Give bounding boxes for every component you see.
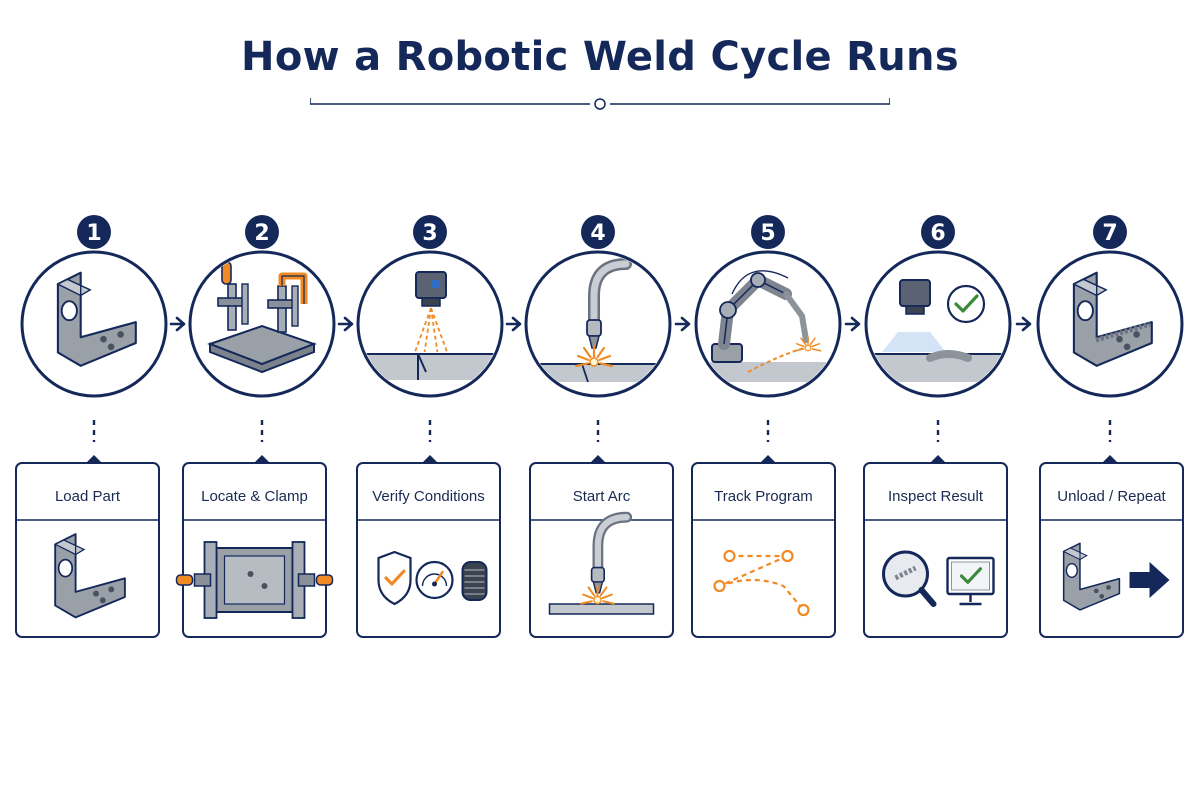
l-bracket-icon [53, 533, 126, 619]
step-number-7: 7 [1102, 221, 1117, 246]
welded-bracket-icon [1072, 271, 1153, 367]
step-number-badge-1: 1 [77, 215, 111, 249]
page-title: How a Robotic Weld Cycle Runs [241, 34, 959, 80]
l-bracket [53, 533, 126, 619]
step-label-2: Locate & Clamp [201, 488, 308, 505]
step-number-badge-3: 3 [413, 215, 447, 249]
step-label-4: Start Arc [572, 488, 631, 505]
step-card-3 [356, 455, 501, 638]
l-bracket-icon [56, 271, 137, 367]
step-label-3: Verify Conditions [372, 488, 485, 505]
step-number-5: 5 [760, 221, 775, 246]
l-bracket [56, 271, 137, 367]
welding-torch [590, 511, 633, 594]
flow-arrow-icon-4 [674, 316, 691, 332]
scene-circle-2 [188, 250, 336, 398]
scene-circle-4 [524, 250, 672, 398]
clamp-plate-icon [175, 541, 334, 619]
step-3: 3 [356, 215, 504, 638]
step-card-1 [15, 455, 160, 638]
robot-arm-icon-art [704, 270, 832, 382]
l-bracket-icon-art [56, 271, 137, 367]
step-card-5 [691, 455, 836, 638]
step-number-6: 6 [930, 221, 945, 246]
step-4: 4 [524, 215, 674, 638]
step-7: 7 [1036, 215, 1184, 638]
step-number-badge-6: 6 [921, 215, 955, 249]
flow-arrow-icon-3 [505, 316, 522, 332]
step-card-2 [175, 455, 334, 638]
path-nodes-icon [713, 549, 810, 617]
torch-arc-icon [548, 511, 655, 615]
sensor-scan-icon-art [366, 271, 494, 380]
step-1: 1 [15, 215, 168, 638]
robot-arm-icon [704, 270, 832, 382]
welding-torch [586, 258, 632, 349]
step-label-5: Track Program [714, 488, 813, 505]
flow-arrow-icon-2 [337, 316, 354, 332]
step-number-3: 3 [422, 221, 437, 246]
flow-arrow-icon-1 [169, 316, 186, 332]
step-label-7: Unload / Repeat [1057, 488, 1166, 505]
welded-bracket-icon-art [1072, 271, 1153, 367]
bracket-arrow-icon [1062, 542, 1170, 611]
shield-gauge-spool-icon [377, 550, 488, 606]
step-number-badge-2: 2 [245, 215, 279, 249]
title-divider [310, 98, 890, 110]
step-number-badge-7: 7 [1093, 215, 1127, 249]
bracket [1062, 542, 1121, 611]
arc-sparks [580, 584, 615, 605]
fixture-clamps-icon [207, 261, 317, 374]
l-bracket [1062, 542, 1121, 611]
flow-arrow-icon-5 [844, 316, 861, 332]
step-number-badge-5: 5 [751, 215, 785, 249]
arc-sparks [794, 336, 822, 352]
magnifier-monitor-icon [882, 550, 995, 607]
camera-check-icon [874, 279, 1002, 382]
scene-circle-7 [1036, 250, 1184, 398]
torch-arc-icon [534, 258, 662, 383]
scene-circle-3 [356, 250, 504, 398]
camera-check-icon-art [874, 279, 1002, 382]
step-number-2: 2 [254, 221, 269, 246]
scene-circle-5 [694, 250, 842, 398]
step-number-1: 1 [86, 221, 101, 246]
flow-arrow-icon-6 [1015, 316, 1032, 332]
sensor-scan-icon [366, 271, 494, 380]
fixture-clamps-icon-art [207, 261, 317, 374]
arc-sparks [574, 344, 614, 368]
step-5: 5 [691, 215, 842, 638]
step-2: 2 [175, 215, 336, 638]
torch-arc-icon-art [534, 258, 662, 383]
scene-circle-6 [864, 250, 1012, 398]
step-card-4 [529, 455, 674, 638]
step-number-badge-4: 4 [581, 215, 615, 249]
step-label-1: Load Part [54, 488, 121, 505]
step-label-6: Inspect Result [887, 488, 984, 505]
step-card-7 [1039, 455, 1184, 638]
step-number-4: 4 [590, 221, 605, 246]
step-6: 6 [863, 215, 1012, 638]
step-card-6 [863, 455, 1008, 638]
scene-circle-1 [20, 250, 168, 398]
